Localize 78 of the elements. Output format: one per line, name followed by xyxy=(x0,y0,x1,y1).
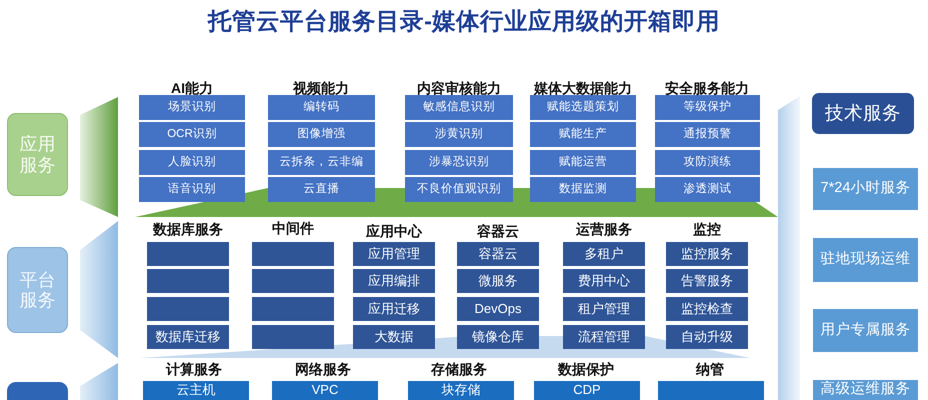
column-heading: 媒体大数据能力 xyxy=(534,80,632,96)
service-box: 租户管理 xyxy=(563,297,645,321)
column-heading: 数据库服务 xyxy=(153,221,223,238)
service-box xyxy=(147,269,229,293)
service-box: 7*24小时服务 xyxy=(813,168,918,210)
service-box xyxy=(147,297,229,321)
service-box: 赋能选题策划 xyxy=(530,95,636,120)
column-heading: 中间件 xyxy=(272,220,314,236)
category-box: 平台服务 xyxy=(7,247,68,333)
column-heading: 数据保护 xyxy=(558,361,614,378)
service-box: 云主机 xyxy=(143,381,249,400)
title: 托管云平台服务目录-媒体行业应用级的开箱即用 xyxy=(208,8,720,36)
service-box: 编转码 xyxy=(268,95,375,120)
category-box xyxy=(7,382,68,400)
service-box: 流程管理 xyxy=(563,325,645,349)
service-box: 用户专属服务 xyxy=(813,309,918,352)
category-box: 应用服务 xyxy=(7,113,68,196)
wedge-shape xyxy=(80,97,118,217)
column-heading: 监控 xyxy=(693,221,721,238)
column-heading: 计算服务 xyxy=(166,361,222,378)
service-box: 应用管理 xyxy=(353,242,435,266)
service-box: 应用编排 xyxy=(353,269,435,293)
service-box xyxy=(252,269,334,293)
service-box: 涉暴恐识别 xyxy=(405,150,513,175)
column-heading: 内容审核能力 xyxy=(417,80,501,96)
service-box: 费用中心 xyxy=(563,269,645,293)
service-box: VPC xyxy=(272,381,378,400)
service-box: 人脸识别 xyxy=(139,150,245,175)
service-box: 等级保护 xyxy=(655,95,760,120)
service-box: 渗透测试 xyxy=(655,177,760,202)
service-box: 镜像仓库 xyxy=(457,325,539,349)
service-box: 数据库迁移 xyxy=(147,325,229,349)
service-box: 告警服务 xyxy=(666,269,748,293)
service-box: CDP xyxy=(534,381,640,400)
service-box xyxy=(658,381,764,400)
column-heading: AI能力 xyxy=(171,80,213,96)
service-box: 应用迁移 xyxy=(353,297,435,321)
service-box xyxy=(252,297,334,321)
service-box: 涉黄识别 xyxy=(405,122,513,147)
service-box: 云拆条，云非编 xyxy=(268,150,375,175)
service-box: 驻地现场运维 xyxy=(813,238,918,282)
service-box: OCR识别 xyxy=(139,122,245,147)
service-box xyxy=(252,325,334,349)
service-box: 多租户 xyxy=(563,242,645,266)
column-heading: 运营服务 xyxy=(576,221,632,238)
category-box: 技术服务 xyxy=(812,93,914,134)
column-heading: 安全服务能力 xyxy=(665,80,749,96)
service-box: 敏感信息识别 xyxy=(405,95,513,120)
service-box: 语音识别 xyxy=(139,177,245,202)
side-band xyxy=(778,96,800,400)
service-box: 攻防演练 xyxy=(655,150,760,175)
column-heading: 容器云 xyxy=(477,223,519,240)
service-box xyxy=(252,242,334,266)
service-box: 自动升级 xyxy=(666,325,748,349)
service-box: 大数据 xyxy=(353,325,435,349)
service-box: 赋能生产 xyxy=(530,122,636,147)
service-box: 微服务 xyxy=(457,269,539,293)
service-box: DevOps xyxy=(457,297,539,321)
service-box: 监控检查 xyxy=(666,297,748,321)
service-box: 赋能运营 xyxy=(530,150,636,175)
column-heading: 网络服务 xyxy=(295,361,351,378)
service-box: 块存储 xyxy=(408,381,514,400)
column-heading: 应用中心 xyxy=(366,223,422,240)
service-box: 场景识别 xyxy=(139,95,245,120)
wedge-shape xyxy=(80,363,118,400)
service-box: 图像增强 xyxy=(268,122,375,147)
service-box: 数据监测 xyxy=(530,177,636,202)
column-heading: 视频能力 xyxy=(293,80,349,96)
wedge-shape xyxy=(80,221,118,358)
column-heading: 存储服务 xyxy=(431,361,487,378)
service-box xyxy=(147,242,229,266)
service-box: 通报预警 xyxy=(655,122,760,147)
service-box: 高级运维服务 xyxy=(813,380,918,400)
service-box: 云直播 xyxy=(268,177,375,202)
service-box: 容器云 xyxy=(457,242,539,266)
service-box: 不良价值观识别 xyxy=(405,177,513,202)
service-box: 监控服务 xyxy=(666,242,748,266)
column-heading: 纳管 xyxy=(696,361,724,378)
